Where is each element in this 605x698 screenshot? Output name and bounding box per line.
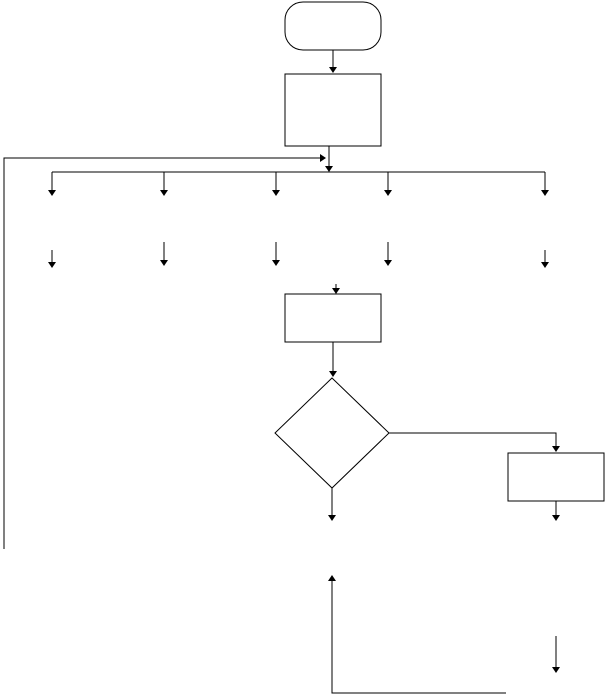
decision-diamond [274,377,390,489]
connector-decision-right [389,432,560,452]
process-box-2 [284,293,382,343]
start-terminator [284,1,382,51]
connector-return-loop [328,575,506,694]
process-box-1 [284,73,382,147]
loop-back-connector [3,154,326,549]
process-box-3 [507,452,605,502]
